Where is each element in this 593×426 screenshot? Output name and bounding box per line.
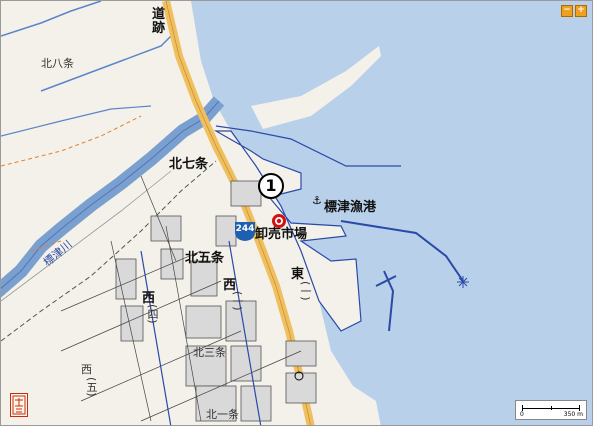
harbor-land <box>213 130 362 332</box>
label-michi: 道 <box>152 7 166 22</box>
beach <box>251 46 381 129</box>
label-west-b: 西 <box>142 291 156 306</box>
label-west-4: (四) <box>146 304 159 324</box>
scale-end: 350 m <box>563 411 583 418</box>
label-east-1: (一) <box>299 281 312 301</box>
lighthouse-symbol <box>457 276 469 288</box>
label-east: 東 <box>291 267 305 282</box>
marker-number: 1 <box>265 176 277 195</box>
label-north8: 北八条 <box>41 57 74 70</box>
label-north5: 北五条 <box>185 251 225 266</box>
town-blocks <box>115 180 317 422</box>
zoom-out-button[interactable]: − <box>561 5 573 17</box>
zoom-in-button[interactable]: + <box>575 5 587 17</box>
label-harbor: 標津漁港 <box>324 200 377 215</box>
label-west-5: (五) <box>85 377 98 397</box>
label-west-1: (一) <box>231 291 244 311</box>
breakwater <box>340 220 464 282</box>
scale-bar: 0 350 m <box>515 400 587 420</box>
zoom-controls: − + <box>561 5 587 17</box>
route-number: 244 <box>235 224 255 234</box>
label-ato: 跡 <box>152 21 166 36</box>
river <box>1 96 225 298</box>
gsi-logo-stamp <box>10 393 28 417</box>
scale-start: 0 <box>520 411 524 418</box>
label-market: 卸売市場 <box>255 227 308 242</box>
target-marker-icon[interactable] <box>271 213 287 229</box>
label-west-c: 西 <box>81 363 92 376</box>
anchor-icon: ⚓ <box>312 194 322 207</box>
shore-line <box>215 125 401 167</box>
label-north7: 北七条 <box>169 157 209 172</box>
numbered-marker[interactable]: 1 <box>257 172 285 200</box>
label-north1: 北一条 <box>206 408 239 421</box>
label-north3: 北三条 <box>193 346 226 359</box>
route-244-shield: 244 <box>234 220 256 242</box>
label-west-a: 西 <box>223 278 237 293</box>
